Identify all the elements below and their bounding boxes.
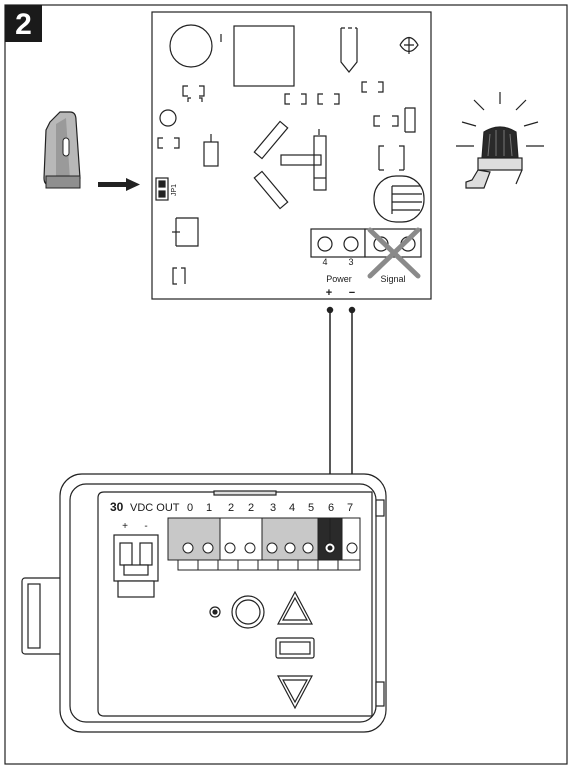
terminal-label-3: 3 — [270, 502, 276, 514]
status-led — [209, 606, 221, 618]
terminal-label-7: 7 — [347, 502, 353, 514]
jumper-label: JP1 — [171, 184, 178, 196]
dc-minus-label: - — [144, 521, 147, 532]
diode-triangle — [253, 120, 322, 210]
terminal-label-2a: 2 — [228, 502, 234, 514]
stop-button-icon — [275, 637, 315, 659]
board-transformer — [373, 175, 425, 223]
voltage-value: 30 — [110, 500, 124, 514]
signal-disallowed-cross — [367, 227, 421, 279]
dc-output-plug — [113, 534, 159, 598]
receiver-minus-label: − — [349, 287, 355, 299]
warning-light-icon — [456, 92, 544, 189]
receiver-terminal-block — [310, 228, 422, 258]
jumper-jp1 — [155, 177, 169, 201]
signal-label: Signal — [380, 274, 405, 284]
step-number: 2 — [15, 8, 32, 41]
dc-plus-label: + — [122, 521, 128, 532]
remote-transmitter-icon — [43, 111, 81, 189]
terminal-label-6: 6 — [328, 502, 334, 514]
arrow-right-icon — [98, 178, 140, 191]
outer-frame — [4, 4, 568, 765]
terminal-label-4: 4 — [289, 502, 295, 514]
receiver-board — [151, 11, 432, 300]
terminal-number-3: 3 — [348, 257, 353, 267]
voltage-out-label: VDC OUT — [130, 502, 180, 514]
board-component-top — [340, 28, 358, 73]
terminal-label-1: 1 — [206, 502, 212, 514]
control-labels: 30 VDC OUT 0 1 2 2 3 4 5 6 7 + - — [110, 500, 353, 532]
terminal-number-4: 4 — [322, 257, 327, 267]
terminal-label-2b: 2 — [248, 502, 254, 514]
antenna-symbol — [399, 36, 419, 54]
board-capacitor — [169, 24, 213, 68]
receiver-plus-label: + — [326, 287, 332, 299]
terminal-numbers: 4 3 — [322, 257, 353, 267]
program-knob — [231, 595, 265, 629]
power-label: Power — [326, 274, 352, 284]
up-arrow-button-icon — [277, 590, 313, 625]
down-arrow-button-icon — [277, 675, 313, 710]
step-badge: 2 — [5, 5, 42, 42]
board-relay — [233, 25, 295, 87]
terminal-label-0: 0 — [187, 502, 193, 514]
terminal-label-5: 5 — [308, 502, 314, 514]
control-terminal-strip — [167, 517, 361, 571]
